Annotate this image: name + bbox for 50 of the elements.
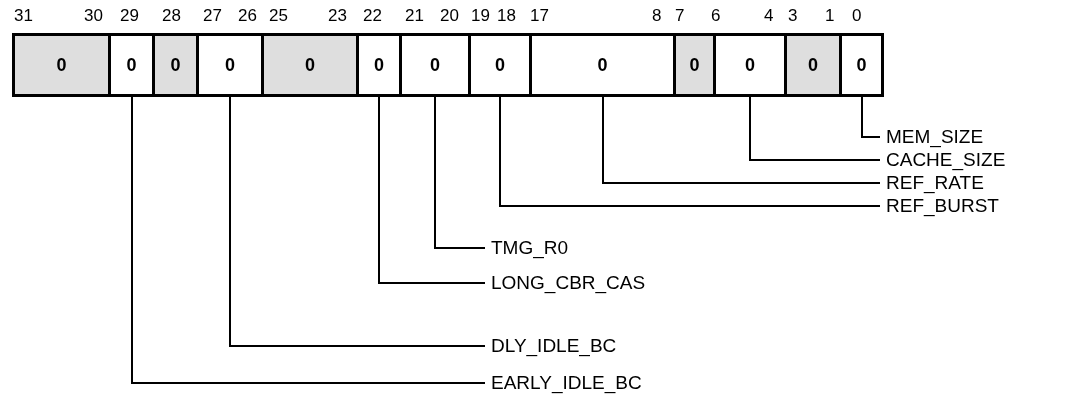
- bit-number: 4: [764, 6, 774, 26]
- bit-field-cell: 0: [673, 33, 716, 97]
- field-name: MEM_SIZE: [880, 126, 984, 148]
- bit-field-cell: 0: [12, 33, 111, 97]
- bit-number: 28: [162, 6, 181, 26]
- leader-line: [861, 96, 881, 138]
- field-name: EARLY_IDLE_BC: [485, 372, 642, 394]
- bit-number: 3: [788, 6, 798, 26]
- bit-number: 26: [238, 6, 257, 26]
- bit-field-cell: 0: [356, 33, 402, 97]
- bit-number: 1: [825, 6, 835, 26]
- leader-line: [749, 96, 881, 161]
- bit-field-cell: 0: [468, 33, 532, 97]
- bit-number: 8: [652, 6, 662, 26]
- bit-field-cell: 0: [713, 33, 787, 97]
- bit-field-cell: 0: [399, 33, 471, 97]
- field-name: TMG_R0: [485, 237, 569, 259]
- leader-line: [378, 96, 486, 284]
- bit-number: 22: [363, 6, 382, 26]
- leader-line: [499, 96, 881, 207]
- bit-number: 6: [711, 6, 721, 26]
- bit-field-cell: 0: [529, 33, 676, 97]
- bit-number: 21: [405, 6, 424, 26]
- leader-line: [602, 96, 881, 184]
- bit-number: 0: [852, 6, 862, 26]
- bit-number: 27: [203, 6, 222, 26]
- field-name: REF_BURST: [880, 195, 999, 217]
- bit-number: 7: [675, 6, 685, 26]
- bit-number: 30: [84, 6, 103, 26]
- leader-line: [434, 96, 486, 249]
- bit-field-cell: 0: [261, 33, 359, 97]
- bit-field-cell: 0: [196, 33, 264, 97]
- bit-field-cell: 0: [784, 33, 842, 97]
- bit-field-cell: 0: [839, 33, 884, 97]
- bit-number: 20: [440, 6, 459, 26]
- field-name: DLY_IDLE_BC: [485, 335, 617, 357]
- bit-number: 29: [120, 6, 139, 26]
- field-name: LONG_CBR_CAS: [485, 272, 646, 294]
- field-name: CACHE_SIZE: [880, 149, 1006, 171]
- field-name: REF_RATE: [880, 172, 984, 194]
- bit-number: 23: [328, 6, 347, 26]
- leader-line: [229, 96, 486, 347]
- bit-number: 19: [471, 6, 490, 26]
- bit-field-cell: 0: [108, 33, 155, 97]
- leader-line: [131, 96, 486, 384]
- bit-number: 25: [269, 6, 288, 26]
- bit-number: 17: [530, 6, 549, 26]
- bit-number: 31: [14, 6, 33, 26]
- bit-field-cell: 0: [152, 33, 199, 97]
- bit-number: 18: [497, 6, 516, 26]
